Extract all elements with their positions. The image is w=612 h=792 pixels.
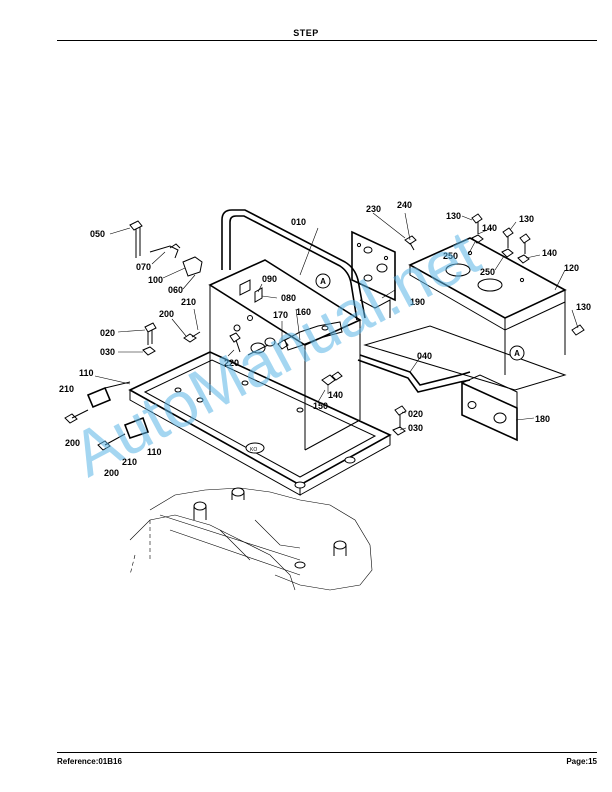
- step-frame-010: [208, 209, 366, 451]
- callout-030: 030: [100, 347, 115, 357]
- marker-a-2: A: [509, 345, 525, 361]
- callout-120: 120: [564, 263, 579, 273]
- callout-240: 240: [397, 200, 412, 210]
- callout-200: 200: [65, 438, 80, 448]
- callout-labels: 010 050 070 100 060 090 080 160 170 210 …: [59, 200, 591, 478]
- callout-140: 140: [542, 248, 557, 258]
- callout-210: 210: [59, 384, 74, 394]
- bracket-180: [461, 374, 518, 442]
- cover-plate-120: [408, 237, 567, 331]
- callout-060: 060: [168, 285, 183, 295]
- callout-250: 250: [443, 251, 458, 261]
- page-number: Page:15: [566, 757, 597, 766]
- callout-020: 020: [100, 328, 115, 338]
- callout-090: 090: [262, 274, 277, 284]
- svg-text:KO: KO: [250, 447, 257, 453]
- callout-020: 020: [408, 409, 423, 419]
- callout-160: 160: [296, 307, 311, 317]
- reference-code: Reference:01B16: [57, 757, 122, 766]
- callout-150: 150: [313, 401, 328, 411]
- callout-130: 130: [576, 302, 591, 312]
- callout-190: 190: [410, 297, 425, 307]
- callout-130: 130: [519, 214, 534, 224]
- header-rule: [57, 40, 597, 41]
- callout-070: 070: [136, 262, 151, 272]
- callout-210: 210: [122, 457, 137, 467]
- callout-200: 200: [104, 468, 119, 478]
- callout-100: 100: [148, 275, 163, 285]
- step-tray: KO: [128, 351, 392, 496]
- marker-a-label: A: [320, 277, 326, 286]
- page-title: STEP: [293, 28, 319, 38]
- marker-a-1: A: [315, 273, 331, 289]
- callout-250: 250: [480, 267, 495, 277]
- callout-140: 140: [328, 390, 343, 400]
- bracket-190: [351, 230, 417, 318]
- lower-plate: [363, 302, 567, 391]
- leader-lines: [94, 212, 579, 431]
- footer-rule: [57, 752, 597, 753]
- callout-110: 110: [147, 447, 162, 457]
- callout-130: 130: [446, 211, 461, 221]
- callout-080: 080: [281, 293, 296, 303]
- fasteners-right: [471, 213, 585, 336]
- callout-210: 210: [181, 297, 196, 307]
- callout-040: 040: [417, 351, 432, 361]
- callout-220: 220: [224, 358, 239, 368]
- callout-230: 230: [366, 204, 381, 214]
- pipe-040: [357, 354, 471, 393]
- callout-140: 140: [482, 223, 497, 233]
- callout-200: 200: [159, 309, 174, 319]
- callout-170: 170: [273, 310, 288, 320]
- callout-110: 110: [79, 368, 94, 378]
- callout-030: 030: [408, 423, 423, 433]
- machine-base-outline: [129, 487, 373, 591]
- callout-050: 050: [90, 229, 105, 239]
- marker-a-label: A: [514, 349, 520, 358]
- callout-010: 010: [291, 217, 306, 227]
- callout-180: 180: [535, 414, 550, 424]
